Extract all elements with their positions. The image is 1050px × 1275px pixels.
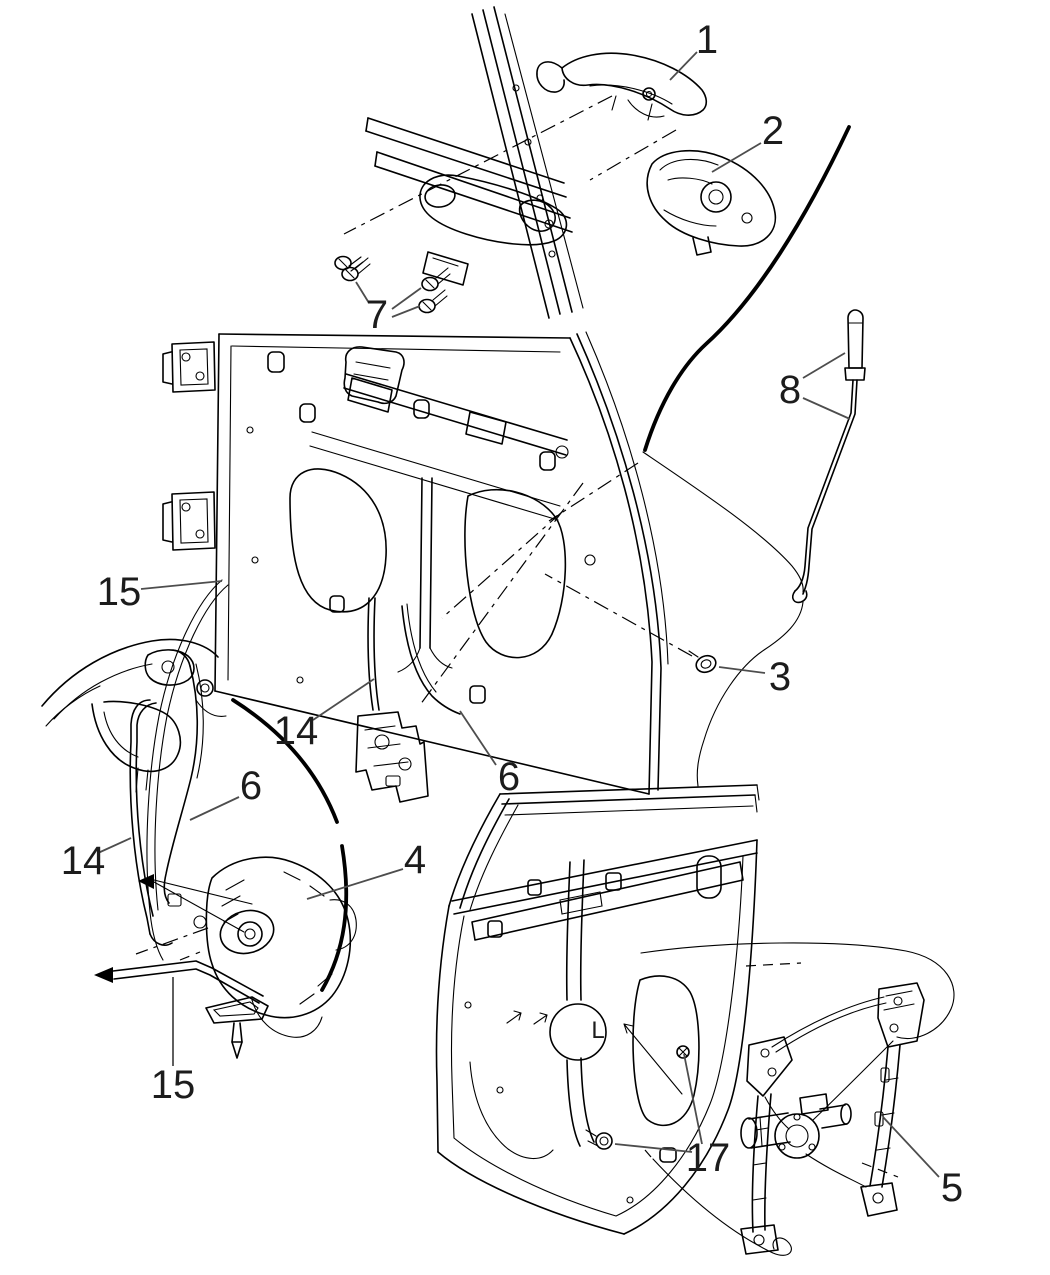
- striker-plate: [205, 996, 269, 1059]
- regulator-right-rail: [860, 982, 925, 1217]
- leader-line-7: [391, 287, 422, 310]
- handle-mount-screws: [341, 257, 451, 314]
- direction-arrows: [506, 1010, 683, 1095]
- leader-line-8: [802, 397, 851, 420]
- lock-cable-curve: [548, 451, 804, 787]
- leader-line-4: [306, 868, 404, 900]
- leader-line-6: [189, 796, 240, 821]
- regulator-left-rail: [740, 1036, 793, 1255]
- leader-line-14: [312, 678, 375, 721]
- leader-line-3: [718, 666, 766, 674]
- leader-line-17: [614, 1143, 693, 1153]
- part-callout-1: 1: [695, 18, 719, 62]
- rear-door-inner-panel: [435, 784, 899, 1235]
- inline-mark-L: L: [591, 1017, 605, 1044]
- part-callout-2: 2: [761, 109, 785, 153]
- leader-line-8: [802, 352, 846, 379]
- release-cable-15: [94, 579, 269, 1059]
- leader-line-7: [391, 305, 421, 318]
- screw-icon: [421, 267, 451, 292]
- handle-mount-bracket: [646, 149, 777, 256]
- door-hinge-lower: [162, 491, 216, 551]
- part-callout-14: 14: [273, 709, 319, 753]
- part-callout-17: 17: [685, 1136, 731, 1180]
- part-callout-3: 3: [768, 655, 792, 699]
- lock-knob-rod: [792, 309, 866, 604]
- part-callout-15: 15: [96, 570, 142, 614]
- screw-icon: [341, 257, 371, 282]
- part-callout-8: 8: [778, 368, 802, 412]
- regulator-motor: [740, 1093, 852, 1159]
- door-hinge-upper: [162, 341, 216, 393]
- front-door-inner-panel: [162, 331, 669, 803]
- exterior-door-handle: [536, 52, 708, 121]
- leader-line-5: [882, 1116, 940, 1178]
- part-callout-6: 6: [497, 755, 521, 799]
- screw-icon: [418, 289, 448, 314]
- part-callout-14: 14: [60, 839, 106, 883]
- leader-line-6: [459, 710, 497, 766]
- leader-line-17: [683, 1053, 703, 1145]
- part-callout-4: 4: [403, 838, 427, 882]
- leader-line-7: [355, 281, 370, 304]
- frame-screw: [334, 255, 364, 272]
- part-callout-6: 6: [239, 764, 263, 808]
- part-callout-15: 15: [150, 1063, 196, 1107]
- detail-arc-lower: [231, 698, 349, 992]
- door-latch-assembly: [355, 711, 429, 803]
- upper-door-frame: [334, 6, 677, 319]
- leader-line-1: [669, 51, 698, 81]
- part-callout-5: 5: [940, 1166, 964, 1210]
- latch-screw-3: [544, 573, 717, 674]
- leader-lines: [97, 51, 940, 1178]
- part-callout-7: 7: [365, 293, 389, 337]
- regulator-screws-17: [585, 1045, 690, 1150]
- latch-release-detail: [41, 638, 227, 946]
- leader-line-2: [711, 142, 762, 173]
- lock-cylinder-assembly: [135, 856, 357, 1038]
- leader-line-15: [140, 580, 223, 590]
- detail-arc-upper: [643, 125, 851, 452]
- window-regulator: [640, 942, 955, 1256]
- leader-line-14: [97, 837, 132, 854]
